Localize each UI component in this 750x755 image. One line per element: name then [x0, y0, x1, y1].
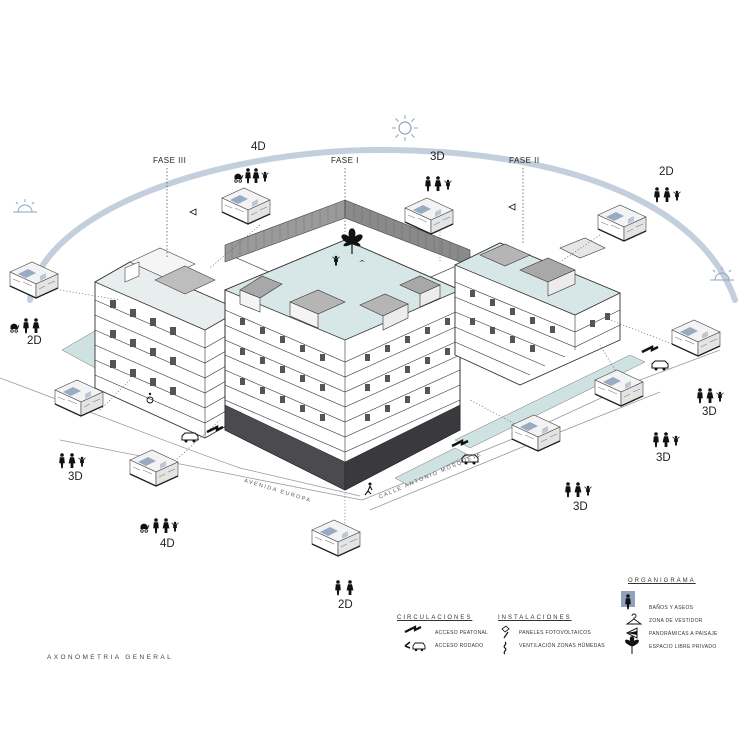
family-icon [565, 482, 592, 498]
hanger-icon [625, 613, 643, 625]
bathroom-icon [621, 591, 635, 610]
unit-label: 3D [702, 406, 717, 418]
unit-label: 2D [338, 599, 353, 611]
unit-label: 3D [430, 151, 445, 163]
family-icon [234, 168, 269, 184]
pedestrian-access-icon [641, 344, 659, 354]
family-icon [425, 176, 452, 192]
unit-label: 3D [656, 452, 671, 464]
unit-label: 3D [573, 501, 588, 513]
vehicle-access-icon [651, 360, 669, 371]
legend-item-acceso-rodado: ACCESO RODADO [435, 643, 484, 649]
legend-item-acceso-peatonal: ACCESO PEATONAL [435, 630, 489, 636]
unit-3d-right1-plan [671, 319, 721, 357]
phase-label-1: FASE I [331, 156, 359, 165]
ventilation-icon [503, 641, 507, 655]
unit-label: 4D [160, 538, 175, 550]
family-icon [654, 187, 681, 203]
legend-item-vestidor: ZONA DE VESTIDOR [649, 618, 703, 624]
sun-path-arc [27, 146, 738, 303]
legend-heading-circulaciones: CIRCULACIONES [397, 615, 473, 621]
building-complex [94, 199, 621, 491]
unit-2d-left-plan [9, 261, 59, 299]
legend-heading-instalaciones: INSTALACIONES [498, 615, 572, 621]
unit-4d-top-plan [221, 187, 271, 225]
vehicle-access-icon [404, 641, 426, 652]
family-icon [140, 518, 179, 534]
site-ground [0, 349, 721, 511]
family-icon [335, 580, 354, 596]
view-icon [625, 627, 638, 639]
phase-label-2: FASE II [509, 156, 540, 165]
unit-label: 2D [27, 335, 42, 347]
phase-label-3: FASE III [153, 156, 187, 165]
unit-2d-topright-plan [597, 204, 647, 242]
sun-icon [392, 115, 418, 141]
pedestrian-access-icon [364, 482, 373, 496]
unit-2d-bottom-plan [311, 519, 361, 557]
legend-item-espacio-libre: ESPACIO LIBRE PRIVADO [649, 644, 717, 650]
legend-item-panoramicas: PANORÁMICAS A PAISAJE [649, 631, 718, 637]
solar-panel-icon [501, 625, 510, 639]
family-icon [10, 318, 40, 334]
unit-label: 3D [68, 471, 83, 483]
central-floors [224, 309, 461, 462]
legend-item-ventilacion: VENTILACIÓN ZONAS HÚMEDAS [519, 643, 605, 649]
phase-lines [166, 168, 524, 258]
pedestrian-access-icon [404, 625, 422, 633]
unit-label: 4D [251, 141, 266, 153]
legend-item-banos: BAÑOS Y ASEOS [649, 605, 694, 611]
unit-leader-lines [59, 224, 676, 530]
family-icon [59, 453, 86, 469]
courtyard-bird-icon [359, 260, 365, 262]
vehicle-access-icon [461, 454, 479, 465]
unit-label: 2D [659, 166, 674, 178]
pedestrian-access-icon [206, 424, 224, 434]
sunrise-icon [13, 199, 37, 213]
legend-item-paneles: PANELES FOTOVOLTAICOS [519, 630, 592, 636]
sunset-icon [710, 267, 734, 281]
accessible-icon [146, 392, 154, 404]
tree-icon [341, 228, 363, 254]
view-icon [508, 203, 516, 211]
vehicle-access-icon [181, 432, 199, 443]
drawing-title: AXONOMETRIA GENERAL [47, 654, 174, 661]
view-icon [189, 208, 197, 216]
tree-icon [625, 636, 639, 654]
family-icon [653, 432, 680, 448]
legend-heading-organigrama: ORGANIGRAMA [628, 578, 696, 584]
pedestrian-access-icon [451, 438, 469, 448]
family-icon [697, 388, 724, 404]
